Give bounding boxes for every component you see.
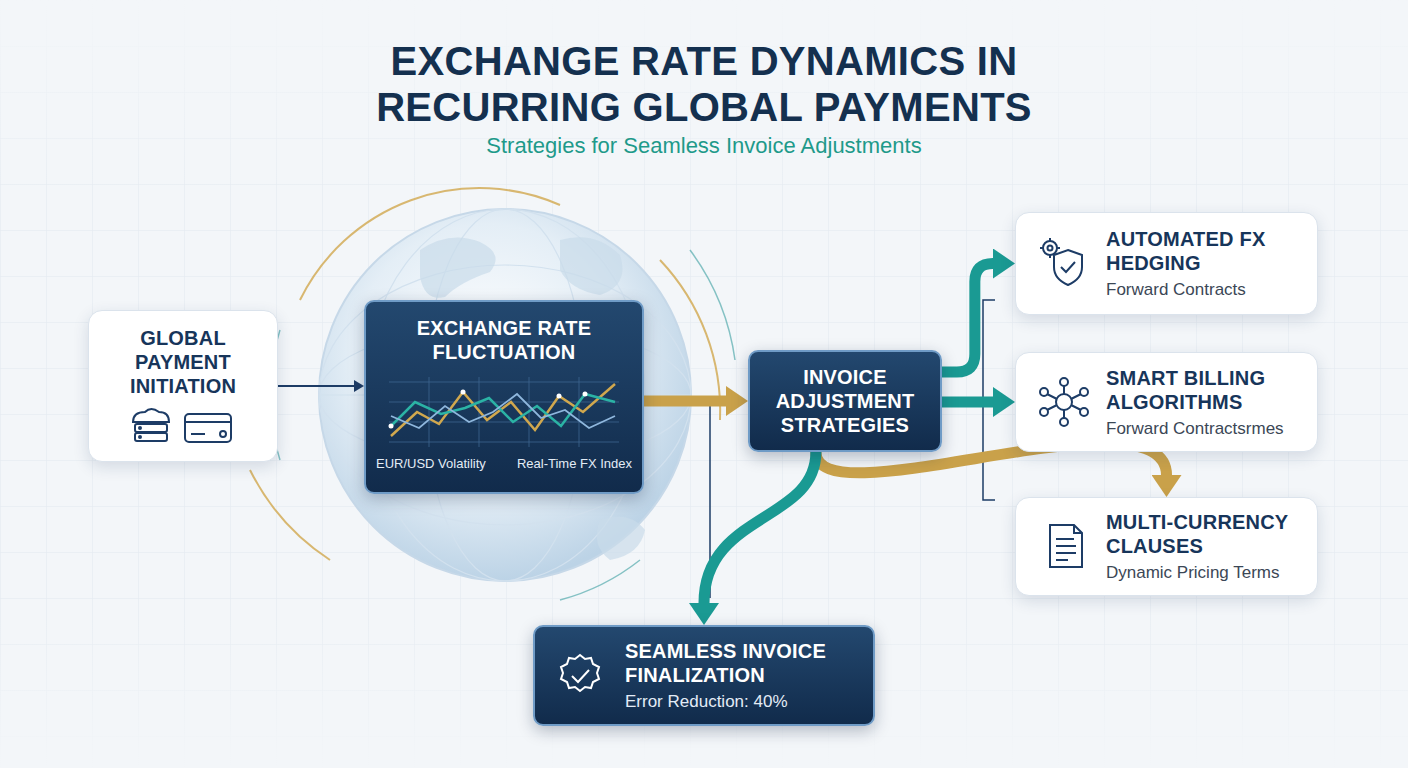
- strategy-box: AUTOMATED FX HEDGING Forward Contracts: [1015, 212, 1318, 315]
- subtitle: Strategies for Seamless Invoice Adjustme…: [304, 133, 1104, 159]
- box-heading: SEAMLESS INVOICE FINALIZATION: [625, 639, 859, 687]
- box-body: EUR/USD Volatility: [376, 456, 486, 472]
- box-heading: AUTOMATED FX HEDGING: [1106, 227, 1303, 275]
- box-body: Real-Time FX Index: [517, 456, 632, 472]
- payment-icons: [123, 406, 243, 446]
- start-box: GLOBAL PAYMENT INITIATION: [88, 310, 278, 462]
- shield-gear-icon: [1036, 236, 1092, 292]
- connector-arrow: [278, 385, 354, 387]
- document-icon: [1036, 519, 1092, 575]
- flow-arrow: [942, 264, 993, 373]
- box-body: Dynamic Pricing Terms: [1106, 562, 1280, 583]
- strategy-box: SMART BILLING ALGORITHMS Forward Contract…: [1015, 352, 1318, 452]
- box-heading: SMART BILLING ALGORITHMS: [1106, 366, 1303, 414]
- box-heading: INVOICE ADJUSTMENT STRATEGIES: [762, 365, 928, 437]
- strategy-hub-box: INVOICE ADJUSTMENT STRATEGIES: [748, 350, 942, 452]
- box-heading: GLOBAL PAYMENT INITIATION: [101, 326, 265, 398]
- globe: [319, 209, 691, 581]
- flow-arrow: [644, 396, 726, 407]
- fluctuation-box: EXCHANGE RATE FLUCTUATION EUR/USD Volati…: [364, 300, 644, 494]
- label-row: EUR/USD Volatility Real-Time FX Index: [376, 456, 632, 472]
- box-body: Error Reduction: 40%: [625, 691, 788, 712]
- box-body: Forward Contractsrmes: [1106, 418, 1284, 439]
- signal-arcs: [250, 188, 735, 600]
- network-icon: [1036, 374, 1092, 430]
- box-body: Forward Contracts: [1106, 279, 1246, 300]
- flow-arrow: [704, 452, 816, 603]
- box-heading: EXCHANGE RATE FLUCTUATION: [376, 316, 632, 364]
- flow-arrow: [942, 397, 993, 408]
- diagram-title: EXCHANGE RATE DYNAMICS IN RECURRING GLOB…: [344, 38, 1064, 130]
- result-box: SEAMLESS INVOICE FINALIZATION Error Reduc…: [533, 625, 875, 726]
- strategy-box: MULTI-CURRENCY CLAUSES Dynamic Pricing Te…: [1015, 497, 1318, 596]
- box-heading: MULTI-CURRENCY CLAUSES: [1106, 510, 1303, 558]
- check-badge-icon: [555, 651, 605, 701]
- fx-line-chart: [379, 372, 629, 452]
